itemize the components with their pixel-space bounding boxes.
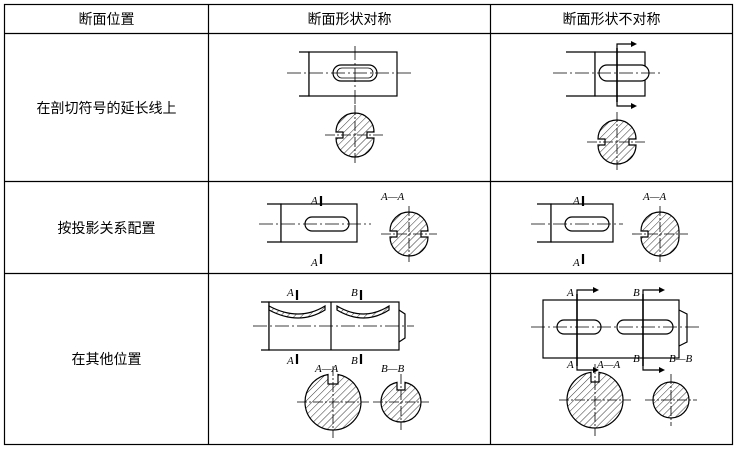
svg-text:B: B <box>633 287 640 299</box>
drawing-r2-asymmetric: A A A—A <box>531 191 688 269</box>
drawing-r1-symmetric <box>287 46 414 165</box>
label-aa: A—A <box>380 191 405 203</box>
svg-text:B: B <box>351 355 358 367</box>
svg-text:A: A <box>566 359 574 371</box>
svg-text:A: A <box>572 257 580 269</box>
label-a-top: A <box>310 195 318 207</box>
section-symmetric <box>325 105 385 165</box>
svg-text:B: B <box>351 287 358 299</box>
header-position: 断面位置 <box>78 12 135 28</box>
svg-text:A—A: A—A <box>596 359 621 371</box>
drawing-r3-asymmetric: A B A B A—A B—B <box>531 287 701 436</box>
svg-text:B: B <box>633 353 640 365</box>
svg-text:B—B: B—B <box>669 353 693 365</box>
drawing-r2-symmetric: A A A—A <box>259 191 437 269</box>
shaft-with-keyway-sym <box>299 51 398 97</box>
row-label-projection: 按投影关系配置 <box>57 220 156 237</box>
svg-text:A—A: A—A <box>642 191 667 203</box>
svg-text:A: A <box>572 195 580 207</box>
svg-text:B—B: B—B <box>381 363 405 375</box>
row-label-other-position: 在其他位置 <box>71 352 142 368</box>
svg-text:A—A: A—A <box>314 363 339 375</box>
drawing-r1-asymmetric <box>553 41 663 172</box>
header-asymmetric: 断面形状不对称 <box>562 12 661 28</box>
label-a-bottom: A <box>310 257 318 269</box>
svg-text:A: A <box>286 355 294 367</box>
svg-text:A: A <box>566 287 574 299</box>
svg-text:A: A <box>286 287 294 299</box>
header-symmetric: 断面形状对称 <box>307 12 392 28</box>
drawing-r3-symmetric: A A B B A—A B—B <box>253 287 429 438</box>
row-label-extension-line: 在剖切符号的延长线上 <box>36 100 177 117</box>
